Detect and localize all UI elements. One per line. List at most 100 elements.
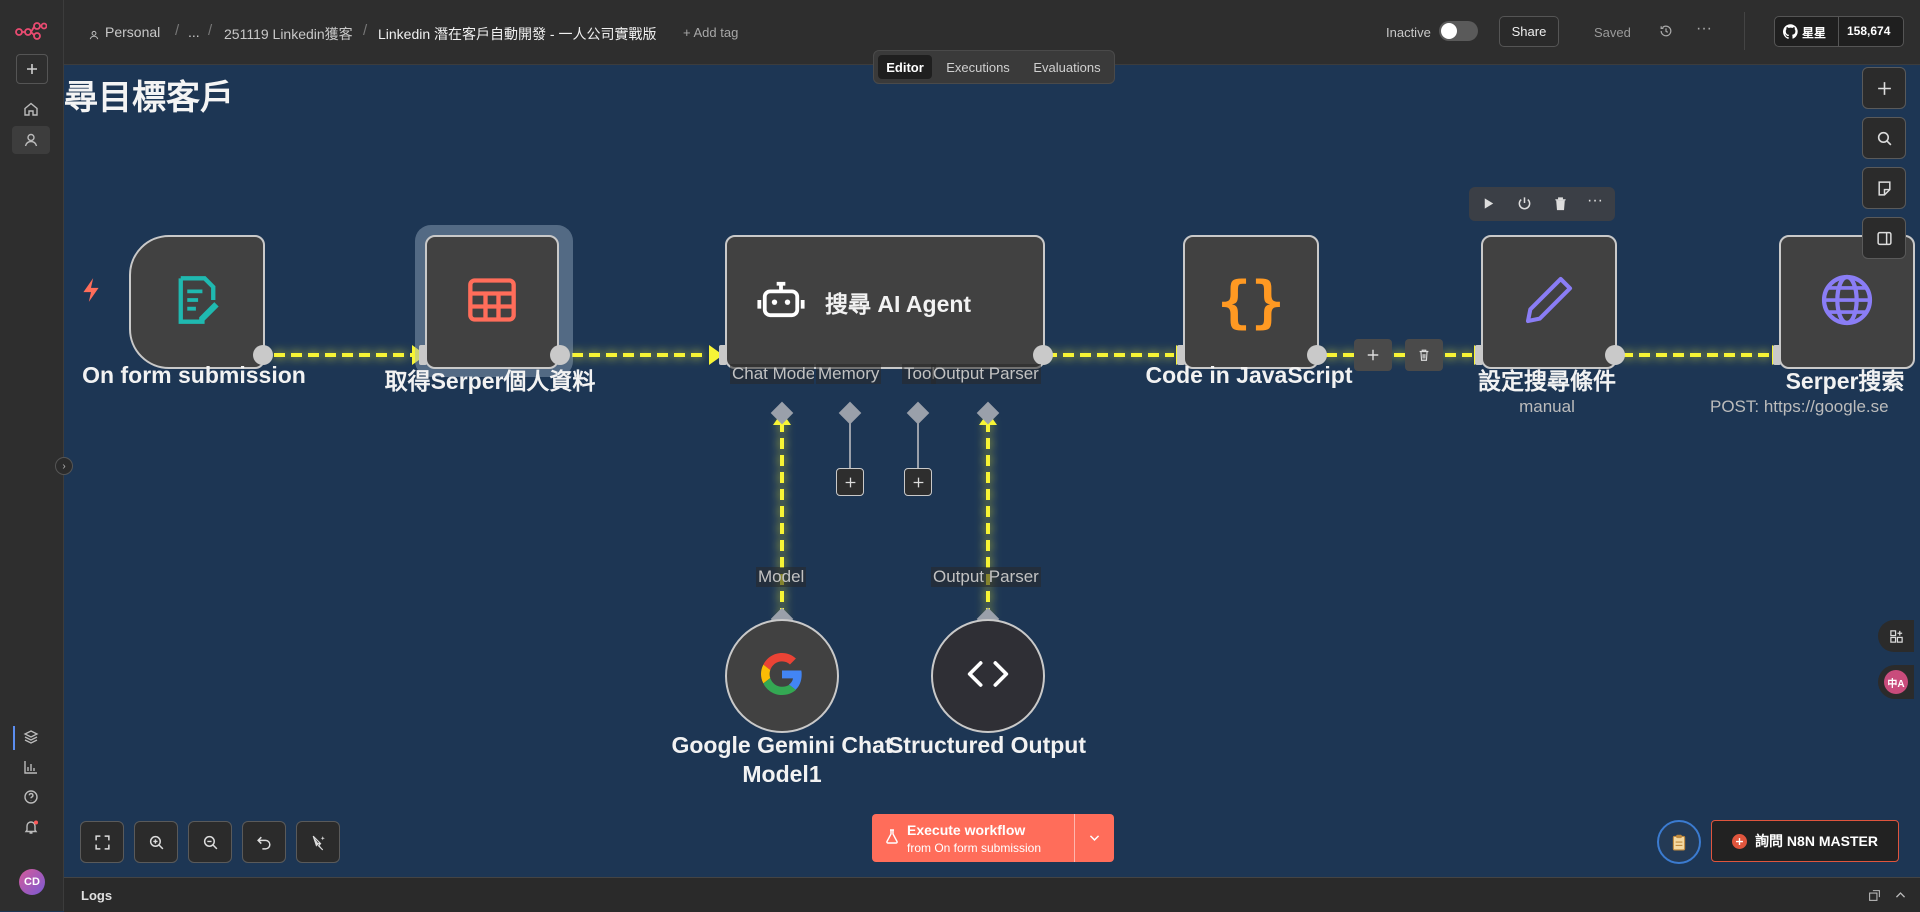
add-tool-button[interactable] (904, 468, 932, 496)
undo-button[interactable] (242, 821, 286, 863)
breadcrumb-owner[interactable]: Personal (105, 24, 161, 40)
add-tag-link[interactable]: + Add tag (683, 25, 739, 40)
input-handle[interactable] (419, 345, 427, 365)
person-icon (89, 27, 99, 45)
input-handle[interactable] (1475, 345, 1483, 365)
translate-icon: 中A (1884, 670, 1908, 694)
node-title-gemini-line2: Model1 (742, 761, 822, 787)
output-handle[interactable] (1605, 345, 1625, 365)
node-set-search-conditions[interactable] (1481, 235, 1617, 369)
input-handle[interactable] (1177, 345, 1185, 365)
output-handle[interactable] (550, 345, 570, 365)
play-icon[interactable] (1481, 196, 1496, 216)
ask-label: 詢問 N8N MASTER (1755, 833, 1878, 849)
breadcrumb-folder[interactable]: 251119 Linkedin獲客 (224, 26, 353, 42)
home-icon[interactable] (12, 95, 50, 123)
node-ai-agent[interactable]: 搜尋 AI Agent (725, 235, 1045, 369)
connection-delete-button[interactable] (1405, 339, 1443, 371)
apps-widget-button[interactable] (1878, 620, 1914, 652)
globe-icon (1818, 271, 1876, 334)
pop-out-icon[interactable] (1868, 889, 1881, 907)
output-handle[interactable] (253, 345, 273, 365)
trigger-bolt-icon (80, 277, 102, 308)
tab-editor[interactable]: Editor (878, 55, 932, 79)
node-code-javascript[interactable]: {} (1183, 235, 1319, 369)
chevron-up-icon[interactable] (1894, 889, 1907, 907)
toggle-knob (1441, 23, 1457, 39)
workflow-name[interactable]: Linkedin 潛在客戶自動開發 - 一人公司實戰版 (378, 26, 657, 42)
personal-icon[interactable] (12, 126, 50, 154)
github-star-count: 158,674 (1847, 24, 1891, 38)
zoom-in-button[interactable] (134, 821, 178, 863)
help-icon[interactable] (12, 783, 50, 811)
label-output-parser: Output Parser (931, 364, 1041, 384)
tidy-up-button[interactable] (296, 821, 340, 863)
connection-add-button[interactable] (1354, 339, 1392, 371)
toggle-panel-button[interactable] (1862, 217, 1906, 259)
power-icon[interactable] (1517, 196, 1532, 216)
add-memory-button[interactable] (836, 468, 864, 496)
workflow-canvas[interactable]: 尋目標客戶 (64, 65, 1920, 877)
n8n-logo[interactable] (15, 18, 48, 40)
user-avatar[interactable]: CD (19, 869, 45, 895)
tab-evaluations[interactable]: Evaluations (1033, 59, 1101, 75)
node-google-gemini[interactable] (725, 619, 839, 733)
execute-title: Execute workflow (907, 822, 1026, 838)
node-more-icon[interactable]: ··· (1587, 192, 1603, 209)
node-subtitle-serper-search: POST: https://google.se (1710, 397, 1889, 416)
delete-icon[interactable] (1553, 196, 1568, 216)
execute-workflow-button[interactable]: Execute workflow from On form submission (872, 814, 1114, 862)
add-node-button[interactable] (1862, 67, 1906, 109)
execute-divider (1074, 814, 1075, 862)
search-nodes-button[interactable] (1862, 117, 1906, 159)
breadcrumb-separator: / (208, 22, 213, 39)
notifications-icon[interactable] (12, 813, 50, 841)
github-divider (1838, 17, 1839, 46)
node-title-code-javascript: Code in JavaScript (1145, 362, 1353, 388)
ask-n8n-master-button[interactable]: 詢問 N8N MASTER (1711, 820, 1899, 862)
node-title-serper-search: Serper搜索 (1785, 368, 1905, 394)
github-stars-button[interactable]: 星星 158,674 (1774, 16, 1904, 47)
sidebar-expand-icon[interactable]: › (55, 457, 73, 475)
tab-executions[interactable]: Executions (946, 59, 1010, 75)
left-sidebar: › CD (0, 0, 73, 911)
table-icon (466, 274, 518, 331)
history-icon[interactable] (1659, 24, 1673, 43)
input-handle[interactable] (1773, 345, 1781, 365)
zoom-out-button[interactable] (188, 821, 232, 863)
output-handle[interactable] (1307, 345, 1327, 365)
node-on-form-submission[interactable] (129, 235, 265, 369)
breadcrumb-ellipsis[interactable]: ... (188, 24, 200, 40)
view-tabs: Editor Executions Evaluations (873, 50, 1115, 84)
breadcrumb-separator: / (363, 22, 368, 39)
logs-panel-bar[interactable]: Logs (64, 877, 1920, 912)
share-button[interactable]: Share (1499, 16, 1559, 47)
chevron-down-icon[interactable] (1088, 831, 1101, 849)
translate-widget-button[interactable]: 中A (1878, 665, 1914, 699)
output-handle[interactable] (1033, 345, 1053, 365)
clipboard-widget-button[interactable] (1657, 820, 1701, 864)
arrow-head (709, 345, 723, 365)
active-toggle[interactable] (1439, 21, 1478, 41)
breadcrumb-separator: / (175, 22, 180, 39)
label-output-parser-sub: Output Parser (931, 567, 1041, 587)
input-handle[interactable] (719, 345, 727, 365)
add-button[interactable] (16, 54, 48, 84)
node-structured-output[interactable] (931, 619, 1045, 733)
flask-icon (884, 828, 900, 849)
pencil-icon (1521, 272, 1577, 333)
more-options-icon[interactable]: ··· (1696, 20, 1712, 37)
active-indicator (13, 726, 15, 750)
divider (1744, 12, 1745, 50)
node-get-serper-data[interactable] (425, 235, 559, 369)
form-icon (171, 274, 223, 331)
templates-icon[interactable] (12, 723, 50, 751)
top-bar: Personal / ... / 251119 Linkedin獲客 / Lin… (64, 0, 1920, 65)
node-title-ai-agent: 搜尋 AI Agent (825, 291, 972, 317)
node-title-on-form-submission: On form submission (82, 362, 306, 388)
insights-icon[interactable] (12, 753, 50, 781)
sticky-note-button[interactable] (1862, 167, 1906, 209)
fit-view-button[interactable] (80, 821, 124, 863)
saved-status: Saved (1594, 25, 1631, 40)
label-chat-model: Chat Model (730, 364, 814, 384)
